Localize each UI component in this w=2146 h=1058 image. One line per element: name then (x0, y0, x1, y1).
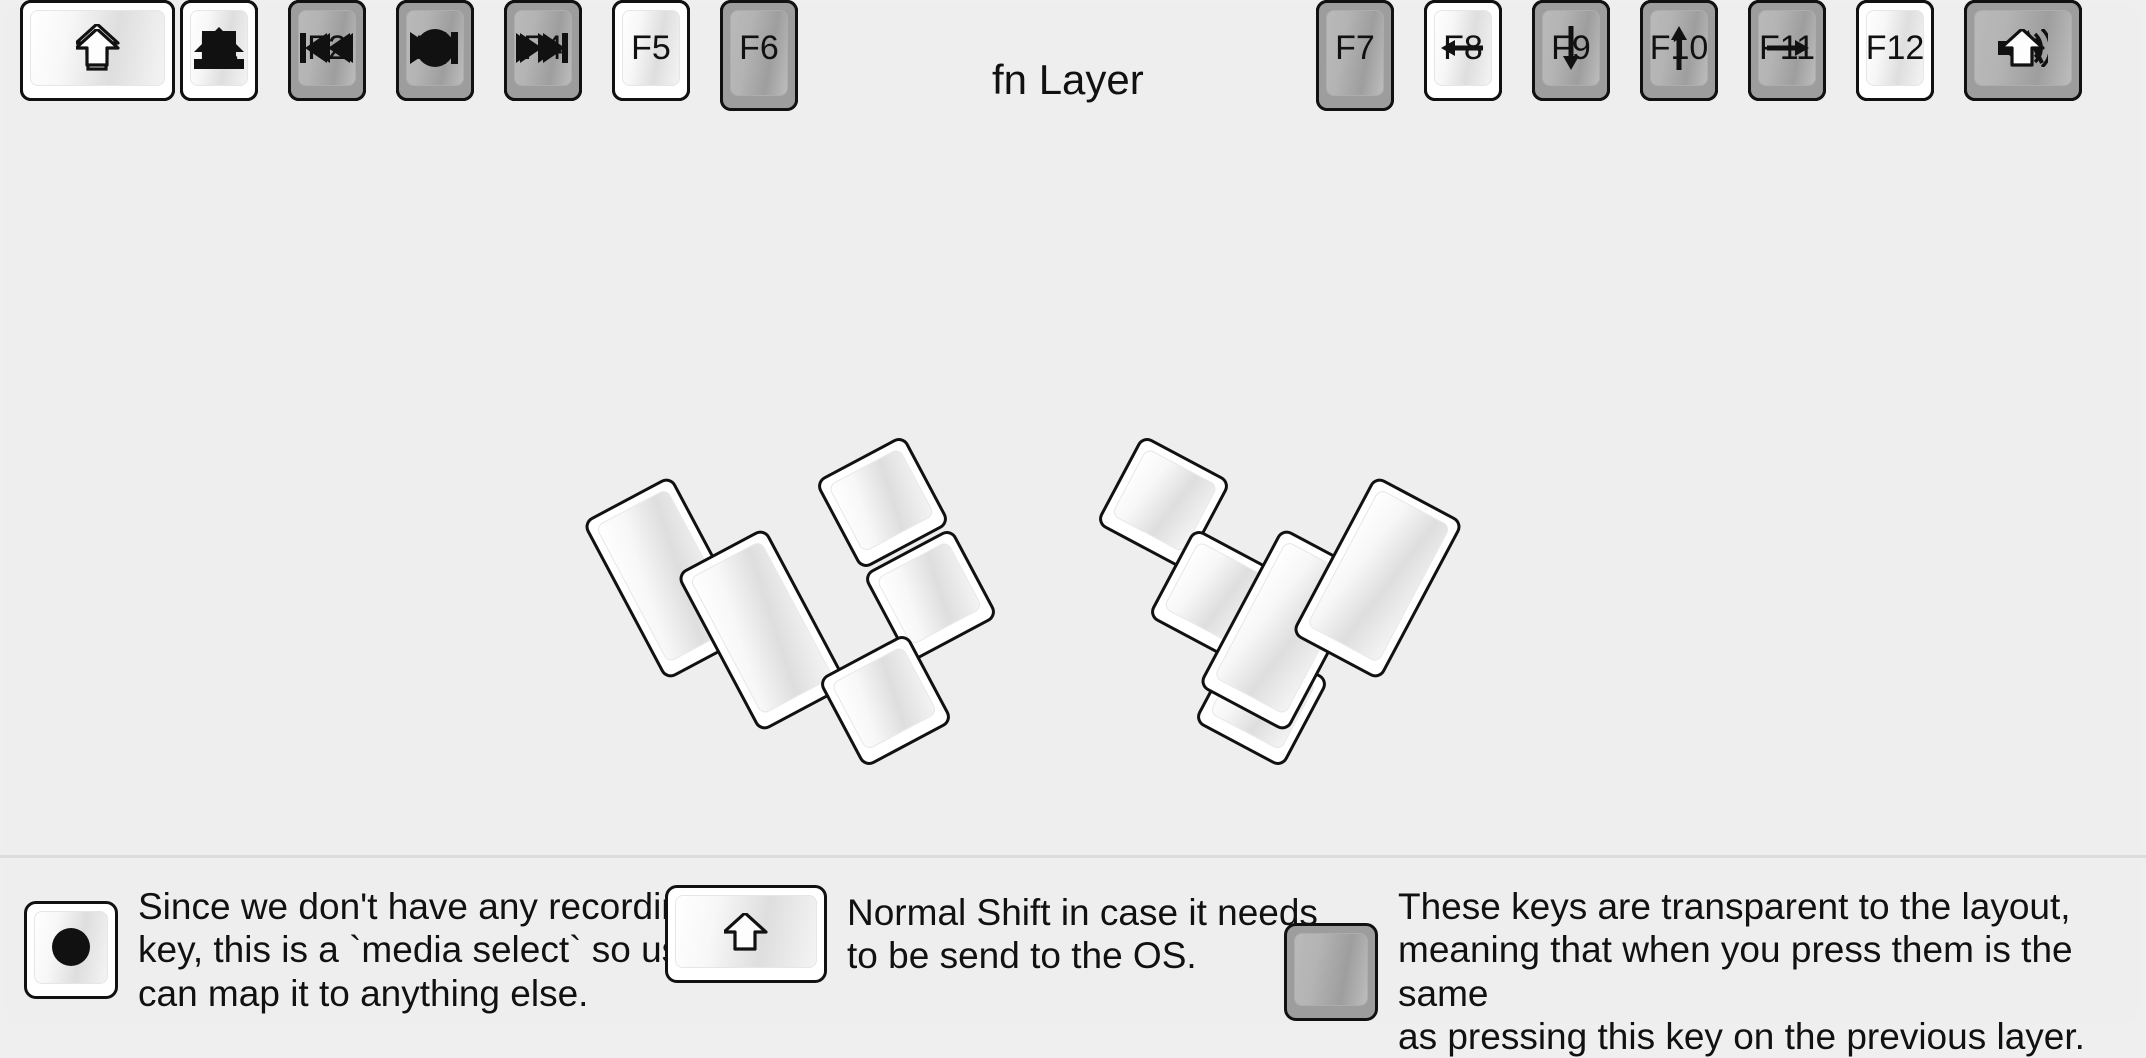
key-blank (399, 3, 471, 98)
legend-item-3: These keys are transparent to the layout… (1284, 885, 2146, 1058)
key-left-2-5[interactable] (180, 0, 258, 101)
key-left-1-4-shift[interactable] (20, 0, 175, 101)
legend-item-1: Since we don't have any recording key, t… (24, 885, 713, 1015)
key-blank (1643, 3, 1715, 98)
key-left-6-4[interactable] (612, 0, 690, 101)
key-left-4-4[interactable] (396, 0, 474, 101)
key-left-3-5[interactable] (288, 0, 366, 101)
key-right-4-3-arrow-up[interactable] (1640, 0, 1718, 101)
legend-text-3: These keys are transparent to the layout… (1398, 886, 2085, 1057)
legend-text-2: Normal Shift in case it needs to be send… (847, 891, 1318, 976)
key-blank (183, 3, 255, 98)
key-left-3-3-media-prev-track[interactable] (288, 0, 366, 101)
keycap-surface (1866, 10, 1924, 86)
key-label: F7 (1335, 29, 1375, 67)
key-left-5-5[interactable] (504, 0, 582, 101)
key-blank (1859, 3, 1931, 98)
shift-icon (722, 910, 768, 956)
key-left-2-4[interactable] (180, 0, 258, 101)
key-blank (1967, 3, 2079, 98)
arrow-up-icon (1643, 3, 1715, 98)
legend-key-sample-3 (1284, 922, 1378, 1021)
arrow-right-icon (1751, 3, 1823, 98)
legend-divider (0, 855, 2146, 858)
key-blank (723, 3, 795, 108)
media-eject-icon (183, 3, 255, 98)
key-right-6-4[interactable] (1856, 0, 1934, 101)
key-blank (1535, 3, 1607, 98)
legend-key-sample-2 (665, 885, 827, 983)
key-left-7-3[interactable] (720, 0, 798, 111)
key-blank (507, 3, 579, 98)
key-label: F6 (739, 29, 779, 67)
media-prev-track-icon (291, 3, 363, 98)
key-left-4-5[interactable] (396, 0, 474, 101)
legend-key-sample-1 (24, 900, 118, 999)
key-left-1-1[interactable] (20, 0, 175, 101)
keycap-surface (1326, 10, 1384, 96)
legend-item-2: Normal Shift in case it needs to be send… (665, 885, 1318, 983)
key-blank (291, 3, 363, 98)
key-blank (1319, 3, 1391, 108)
key-right-7-5[interactable] (1964, 0, 2082, 101)
key-right-3-4[interactable] (1532, 0, 1610, 101)
key-left-6-1-f5[interactable]: F5 (612, 0, 690, 101)
key-right-2-4[interactable] (1424, 0, 1502, 101)
arrow-down-icon (1535, 3, 1607, 98)
key-left-7-2[interactable] (720, 0, 798, 111)
legend-text-1: Since we don't have any recording key, t… (138, 886, 713, 1014)
key-blank (1427, 3, 1499, 98)
keycap-surface (622, 10, 680, 86)
diagram-panel (2, 2, 2142, 1024)
media-play-pause-icon (399, 3, 471, 98)
keycap-surface (730, 10, 788, 96)
key-right-3-5[interactable] (1532, 0, 1610, 101)
key-left-7-1-f6[interactable]: F6 (720, 0, 798, 101)
media-record-icon (52, 928, 90, 971)
media-next-track-icon (507, 3, 579, 98)
shift-icon (23, 3, 172, 98)
key-label: F5 (631, 29, 671, 67)
key-right-5-5[interactable] (1748, 0, 1826, 101)
key-right-1-3[interactable] (1316, 0, 1394, 111)
arrow-left-icon (1427, 3, 1499, 98)
keycap-surface (1294, 932, 1368, 1006)
page-title: fn Layer (992, 56, 1144, 103)
key-left-4-3-media-play-pause[interactable] (396, 0, 474, 101)
key-right-4-5[interactable] (1640, 0, 1718, 101)
key-label: F12 (1865, 29, 1925, 67)
key-blank (615, 3, 687, 98)
key-right-5-3-arrow-right[interactable] (1748, 0, 1826, 101)
key-blank (1751, 3, 1823, 98)
key-left-2-3-media-eject[interactable] (180, 0, 258, 101)
key-right-6-5[interactable] (1856, 0, 1934, 101)
shift-icon (1967, 3, 2079, 98)
